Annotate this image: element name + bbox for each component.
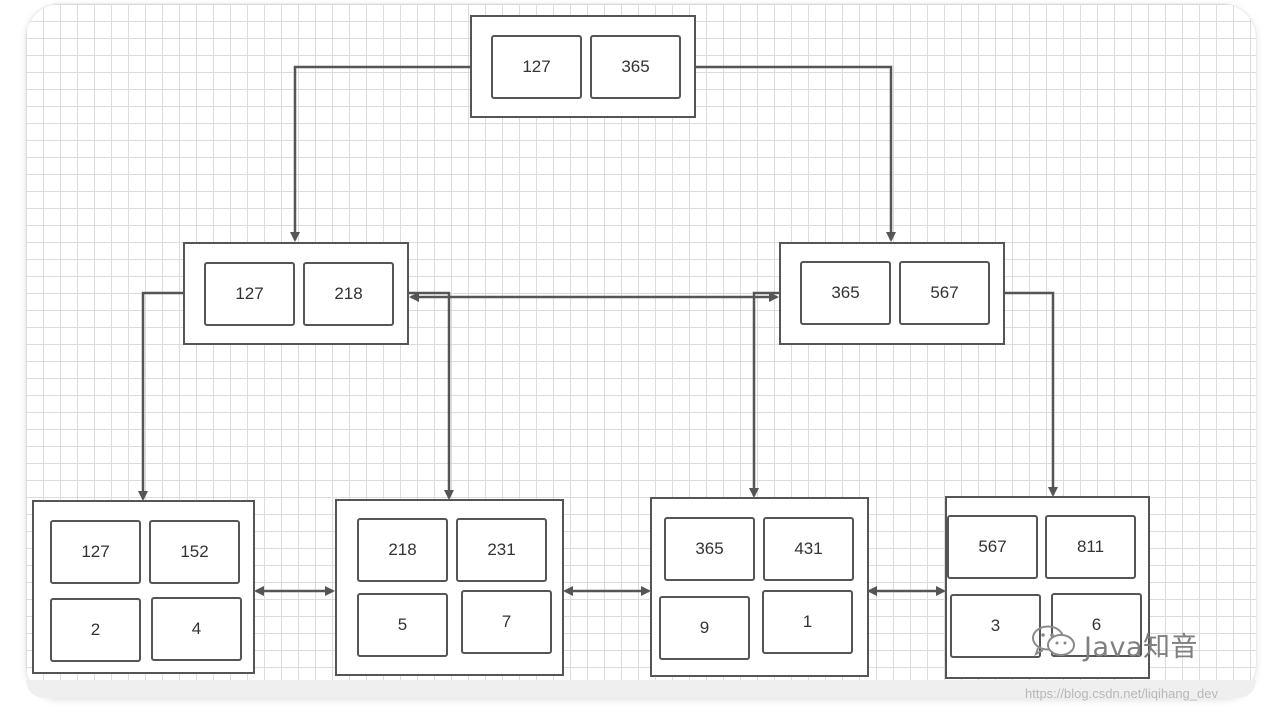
leaf-1-key-2: 152	[149, 520, 240, 584]
canvas-bottom-bar	[26, 680, 1256, 698]
internal-right-key-2: 567	[899, 261, 990, 325]
leaf-2-value-1: 5	[357, 593, 448, 657]
leaf-4-key-1: 567	[947, 515, 1038, 579]
leaf-2-value-2: 7	[461, 590, 552, 654]
watermark-text: Java知音	[1084, 631, 1199, 663]
leaf-node-4: 567 811 3 6	[945, 496, 1150, 679]
leaf-node-3: 365 431 9 1	[650, 497, 869, 677]
leaf-1-value-1: 2	[50, 598, 141, 662]
root-node: 127 365	[470, 15, 696, 118]
leaf-1-key-1: 127	[50, 520, 141, 584]
root-key-2: 365	[590, 35, 681, 99]
wechat-icon	[1030, 624, 1078, 665]
leaf-3-key-2: 431	[763, 517, 854, 581]
watermark: Java知音	[1030, 624, 1198, 664]
leaf-4-key-2: 811	[1045, 515, 1136, 579]
internal-left-key-2: 218	[303, 262, 394, 326]
root-key-1: 127	[491, 35, 582, 99]
leaf-3-value-2: 1	[762, 590, 853, 654]
internal-right-key-1: 365	[800, 261, 891, 325]
internal-node-right: 365 567	[779, 242, 1005, 345]
leaf-3-value-1: 9	[659, 596, 750, 660]
leaf-2-key-1: 218	[357, 518, 448, 582]
internal-node-left: 127 218	[183, 242, 409, 345]
leaf-node-2: 218 231 5 7	[335, 499, 564, 676]
leaf-3-key-1: 365	[664, 517, 755, 581]
source-url: https://blog.csdn.net/liqihang_dev	[1025, 686, 1218, 701]
leaf-4-value-1: 3	[950, 594, 1041, 658]
internal-left-key-1: 127	[204, 262, 295, 326]
leaf-2-key-2: 231	[456, 518, 547, 582]
leaf-1-value-2: 4	[151, 597, 242, 661]
leaf-node-1: 127 152 2 4	[32, 500, 255, 674]
